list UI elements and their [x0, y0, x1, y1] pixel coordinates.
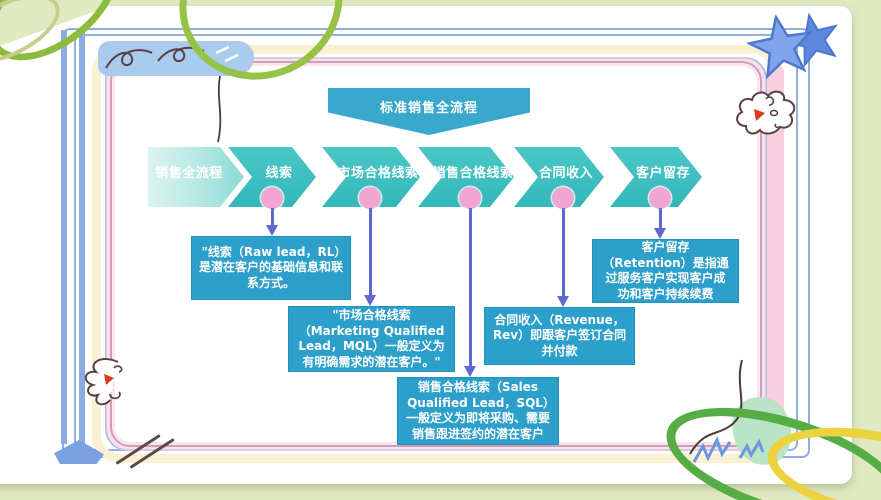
ribbon-left-decoration: [61, 30, 85, 444]
cloud-face-doodle: [736, 90, 796, 135]
thread-decoration: [217, 75, 222, 143]
arrowhead-icon: [265, 225, 278, 236]
stage-label: 合同收入: [538, 165, 593, 181]
connector-line: [368, 208, 372, 295]
star-icon: [745, 12, 838, 80]
callout-text: 销售合格线索（Sales Qualified Lead，SQL）一般定义为即将采…: [405, 380, 550, 441]
connector-line: [270, 208, 274, 225]
stage-dot: [459, 187, 481, 209]
stage-chevron-overview: 销售全流程: [148, 147, 244, 207]
callout-text: 客户留存（Retention）是指通过服务客户实现客户成功和客户持续续费: [602, 240, 729, 301]
stage-label: 销售合格线索: [432, 165, 514, 181]
curl-doodle-icon: [105, 45, 239, 69]
stage-label: 销售全流程: [155, 165, 223, 181]
callout-box-mql: "市场合格线索（Marketing Qualified Lead，MQL）一般定…: [288, 306, 455, 372]
arrowhead-icon: [463, 366, 476, 377]
stage-dot: [261, 187, 283, 209]
tape-decoration: [98, 41, 254, 76]
connector-line: [561, 208, 565, 296]
frame-blue-thin: [105, 57, 767, 451]
stage-label: 市场合格线索: [337, 165, 419, 181]
title-text: 标准销售全流程: [379, 101, 478, 116]
arrowhead-icon: [653, 228, 666, 239]
callout-text: "线索（Raw lead，RL）是潜在客户的基础信息和联系方式。: [199, 244, 344, 290]
stage-dot: [552, 187, 574, 209]
callout-box-sql: 销售合格线索（Sales Qualified Lead，SQL）一般定义为即将采…: [397, 377, 559, 445]
callout-box-lead: "线索（Raw lead，RL）是潜在客户的基础信息和联系方式。: [191, 236, 351, 300]
blue-scribble-icon: [692, 436, 765, 463]
callout-text: 合同收入（Revenue，Rev）即跟客户签订合同并付款: [492, 312, 627, 358]
arrowhead-icon: [556, 296, 569, 307]
stage-label: 线索: [265, 165, 293, 181]
connector-line: [468, 208, 472, 366]
callout-box-revenue: 合同收入（Revenue，Rev）即跟客户签订合同并付款: [484, 307, 635, 365]
frame-pink-band-right: [767, 64, 784, 426]
callout-box-retention: 客户留存（Retention）是指通过服务客户实现客户成功和客户持续续费: [592, 239, 739, 303]
arrowhead-icon: [363, 295, 376, 306]
connector-line: [658, 208, 662, 228]
stage-label: 客户留存: [635, 165, 690, 181]
frame-pink-line: [110, 61, 762, 447]
string-decoration: [689, 359, 743, 455]
scribble-face-doodle: [84, 358, 123, 406]
callout-text: "市场合格线索（Marketing Qualified Lead，MQL）一般定…: [298, 308, 445, 369]
stage-dot: [359, 187, 381, 209]
stage-dot: [649, 187, 671, 209]
